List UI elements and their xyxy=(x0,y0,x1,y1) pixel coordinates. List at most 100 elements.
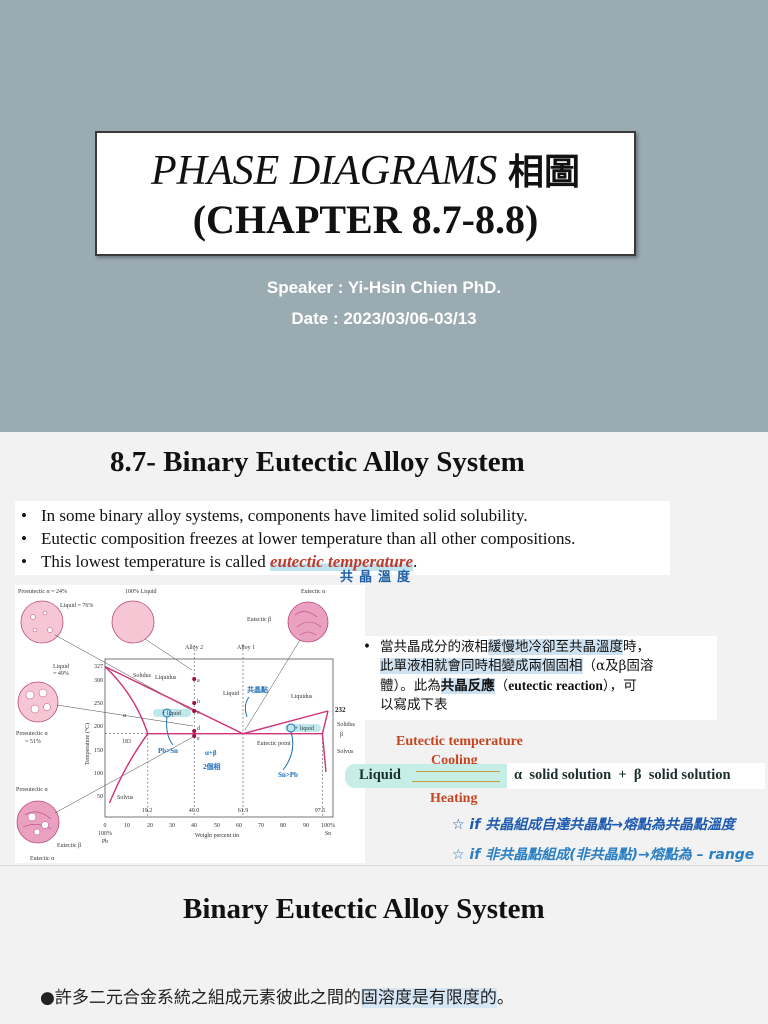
svg-text:Eutectic point: Eutectic point xyxy=(257,741,291,747)
title-box: PHASE DIAGRAMS 相圖 (CHAPTER 8.7-8.8) xyxy=(95,131,636,256)
svg-text:50: 50 xyxy=(97,794,103,800)
svg-text:Solvus: Solvus xyxy=(337,749,354,755)
handwritten-note: ☆ if 非共晶點組成(非共晶點)→熔點為 – range xyxy=(452,847,755,863)
reaction-label-heating: Heating xyxy=(430,791,478,806)
svg-text:= 49%: = 49% xyxy=(53,671,69,677)
svg-text:2個相: 2個相 xyxy=(203,762,221,771)
reaction-label-eutectic-temperature: Eutectic temperature xyxy=(396,734,523,749)
solvus-line xyxy=(108,733,149,804)
svg-text:Eutectic α: Eutectic α xyxy=(30,856,55,862)
handwritten-note: ☆ if 共晶組成自達共晶點→熔點為共晶點溫度 xyxy=(452,817,735,833)
bullet: In some binary alloy systems, components… xyxy=(21,504,670,527)
svg-text:70: 70 xyxy=(258,823,264,829)
bullet: This lowest temperature is called eutect… xyxy=(21,550,670,573)
chinese-explanation: 當共晶成分的液相緩慢地冷卻至共晶溫度時， 此單液相就會同時相變成兩個固相（α及β… xyxy=(355,636,717,720)
phase-diagram: Proeutectic α = 24% Liquid = 76% 100% Li… xyxy=(15,585,365,863)
date: Date : 2023/03/06-03/13 xyxy=(291,309,477,328)
svg-text:97.5: 97.5 xyxy=(315,808,326,814)
svg-text:Alloy 1: Alloy 1 xyxy=(237,645,255,651)
circle-labels: Proeutectic α = 24% Liquid = 76% 100% Li… xyxy=(16,589,326,862)
svg-text:α: α xyxy=(123,713,127,719)
bullet: Eutectic composition freezes at lower te… xyxy=(21,527,670,550)
svg-text:Liquid: Liquid xyxy=(53,664,69,670)
svg-text:Solvus: Solvus xyxy=(117,795,134,801)
svg-text:Proeutectic α = 24%: Proeutectic α = 24% xyxy=(18,589,67,595)
svg-text:Pb>Sn: Pb>Sn xyxy=(158,747,178,755)
svg-text:80: 80 xyxy=(280,823,286,829)
svg-text:= 51%: = 51% xyxy=(25,739,41,745)
svg-text:d: d xyxy=(197,726,200,732)
paragraph: ●許多二元合金系統之組成元素彼此之間的固溶度是有限度的。 xyxy=(40,988,514,1008)
svg-text:Alloy 2: Alloy 2 xyxy=(185,645,203,651)
reaction-products: α solid solution + β solid solution xyxy=(514,767,731,783)
svg-text:60: 60 xyxy=(236,823,242,829)
svg-text:b: b xyxy=(197,699,200,705)
title-cjk: 相圖 xyxy=(507,152,580,193)
svg-text:Sn: Sn xyxy=(325,831,331,837)
speaker: Speaker : Yi-Hsin Chien PhD. xyxy=(266,278,502,297)
svg-text:Eutectic α: Eutectic α xyxy=(301,589,326,595)
svg-text:Proeutectic α: Proeutectic α xyxy=(16,731,48,737)
svg-text:Eutectic β: Eutectic β xyxy=(57,843,81,849)
svg-text:Weight percent tin: Weight percent tin xyxy=(195,833,239,839)
svg-text:0: 0 xyxy=(104,823,107,829)
svg-text:Proeutectic α: Proeutectic α xyxy=(16,787,48,793)
svg-text:40.0: 40.0 xyxy=(189,808,200,814)
svg-text:327: 327 xyxy=(94,664,103,670)
title-line1: PHASE DIAGRAMS 相圖 xyxy=(151,148,580,194)
svg-text:100% Liquid: 100% Liquid xyxy=(125,589,157,595)
svg-text:300: 300 xyxy=(94,678,103,684)
svg-text:200: 200 xyxy=(94,724,103,730)
microstructure-circle xyxy=(20,600,64,644)
svg-text:Pb: Pb xyxy=(102,839,108,845)
svg-text:Liquid: Liquid xyxy=(223,691,239,697)
svg-text:90: 90 xyxy=(303,823,309,829)
bullet-list: In some binary alloy systems, components… xyxy=(15,501,670,575)
micro-circles xyxy=(16,600,329,844)
svg-text:19.2: 19.2 xyxy=(142,808,153,814)
svg-text:Liquidus: Liquidus xyxy=(291,694,313,700)
microstructure-circle xyxy=(16,800,60,844)
svg-text:Solidus: Solidus xyxy=(337,722,356,728)
reaction-liquid: Liquid xyxy=(359,767,401,783)
svg-text:+ liquid: + liquid xyxy=(162,711,181,717)
svg-text:a: a xyxy=(197,678,200,684)
svg-text:Solidus: Solidus xyxy=(133,673,152,679)
svg-text:183: 183 xyxy=(122,739,131,745)
title-slide: PHASE DIAGRAMS 相圖 (CHAPTER 8.7-8.8) Spea… xyxy=(0,0,768,432)
svg-text:232: 232 xyxy=(335,706,346,714)
svg-text:+ liquid: + liquid xyxy=(295,726,314,732)
svg-text:250: 250 xyxy=(94,701,103,707)
svg-text:Liquid = 76%: Liquid = 76% xyxy=(60,603,93,609)
svg-text:Liquidus: Liquidus xyxy=(155,675,177,681)
beta-boundary xyxy=(321,710,329,773)
svg-text:α+β: α+β xyxy=(205,749,217,757)
svg-text:100%: 100% xyxy=(98,831,112,837)
plot-frame xyxy=(104,658,334,818)
solidus-line xyxy=(104,666,149,734)
svg-text:30: 30 xyxy=(169,823,175,829)
svg-text:20: 20 xyxy=(147,823,153,829)
region-labels: Solidus Liquidus α Liquid Liquidus Solid… xyxy=(117,673,356,801)
svg-text:c: c xyxy=(197,710,200,716)
phase-boundaries xyxy=(104,665,329,804)
svg-text:Sn>Pb: Sn>Pb xyxy=(278,771,298,779)
microstructure-circle xyxy=(111,600,155,644)
microstructure-circle xyxy=(17,681,59,723)
svg-text:10: 10 xyxy=(124,823,130,829)
svg-text:61.9: 61.9 xyxy=(238,808,249,814)
svg-text:β: β xyxy=(340,732,343,738)
handwritten-annotation: 共晶溫度 xyxy=(340,570,417,585)
svg-text:e: e xyxy=(197,736,200,742)
title-line2: (CHAPTER 8.7-8.8) xyxy=(192,197,539,242)
eutectic-term: eutectic temperature xyxy=(269,552,414,571)
svg-text:150: 150 xyxy=(94,748,103,754)
x-ticks: 0 10 20 30 40 50 60 70 80 90 100% Sn 100… xyxy=(98,808,335,845)
slide-heading: Binary Eutectic Alloy System xyxy=(183,893,545,925)
svg-text:Temperature (°C): Temperature (°C) xyxy=(84,723,91,765)
reverse-arrow xyxy=(412,781,500,782)
svg-text:Eutectic β: Eutectic β xyxy=(247,617,271,623)
svg-text:100%: 100% xyxy=(321,823,335,829)
slide-heading: 8.7- Binary Eutectic Alloy System xyxy=(110,446,525,478)
svg-text:100: 100 xyxy=(94,771,103,777)
